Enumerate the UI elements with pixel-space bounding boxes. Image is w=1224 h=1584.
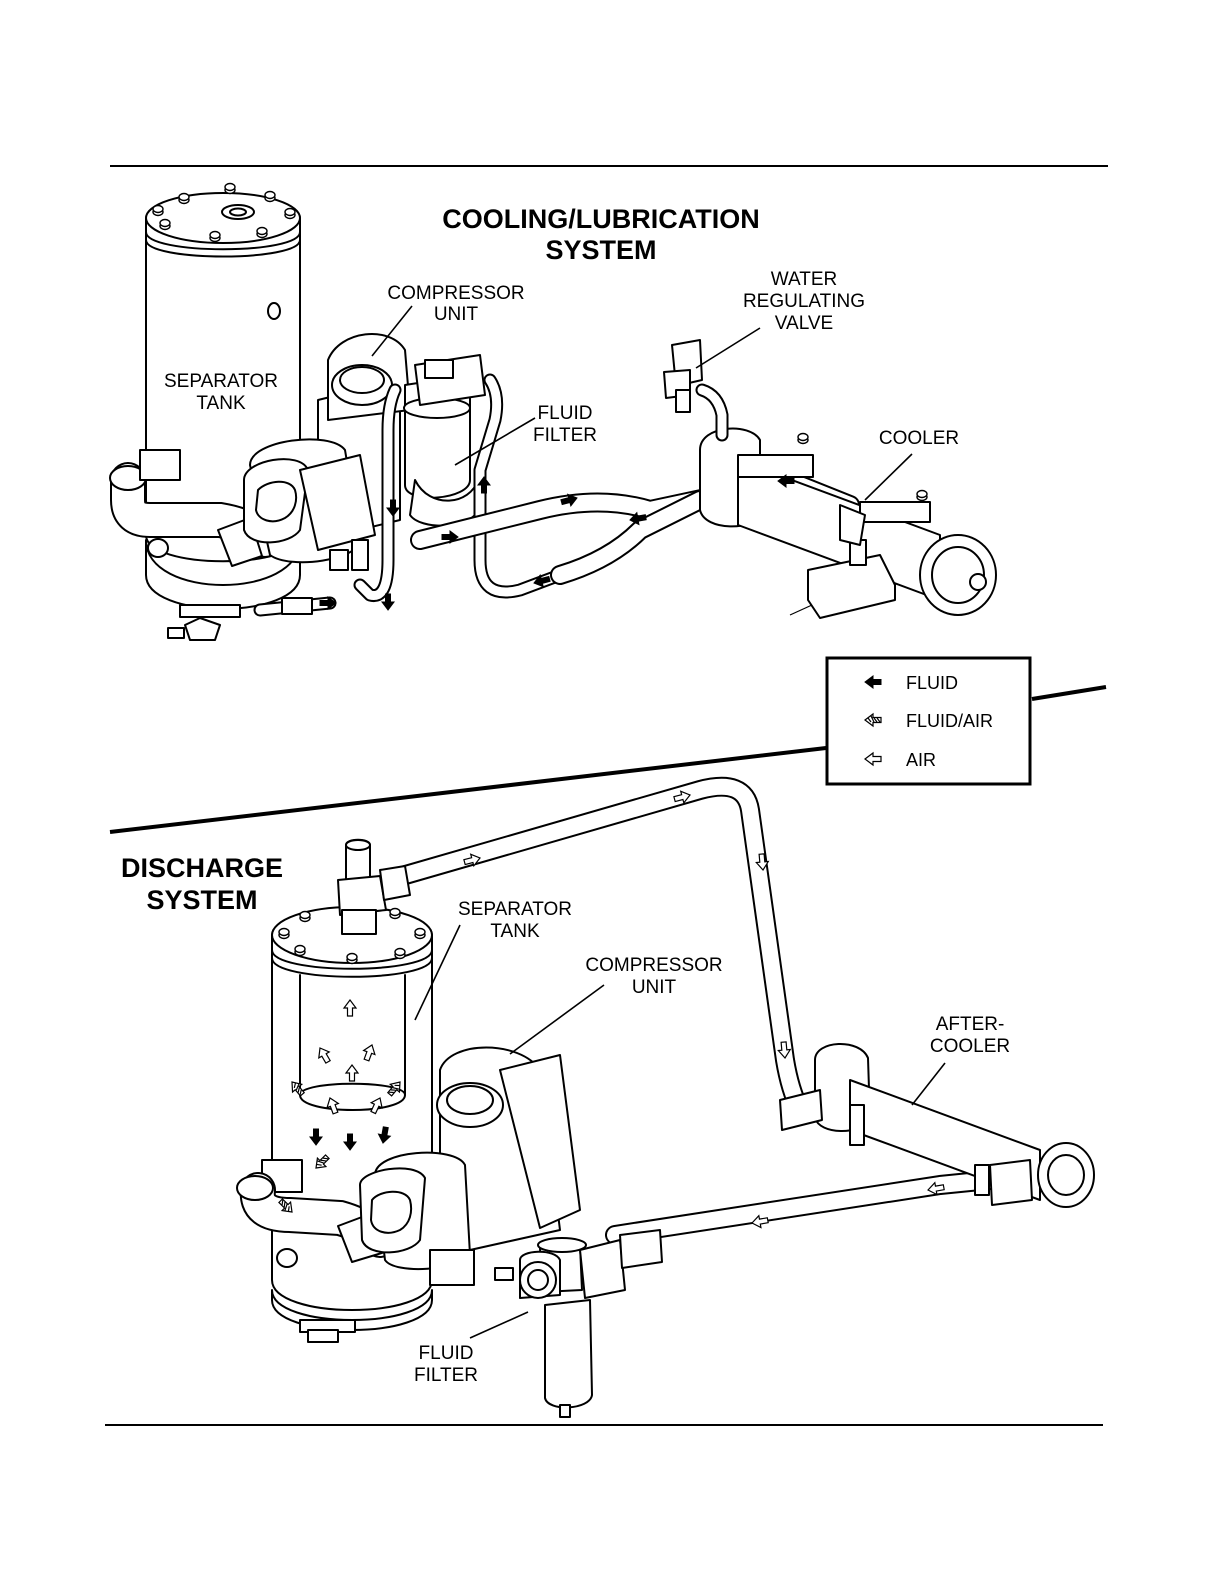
cooling-lubrication-diagram: COOLING/LUBRICATION SYSTEM COMPRESSOR UN…: [110, 184, 996, 641]
discharge-title-line2: SYSTEM: [146, 885, 257, 915]
fluid-filter-top: [404, 355, 485, 526]
cooler-label: COOLER: [879, 428, 959, 449]
fluid-filter-label-2: FILTER: [533, 425, 597, 446]
aftercooler-label-2: COOLER: [930, 1036, 1010, 1057]
aftercooler-label: AFTER-: [936, 1014, 1005, 1035]
discharge-diagram: DISCHARGE SYSTEM SEPARATOR TANK COMPRESS…: [121, 787, 1094, 1417]
compressor-unit-label: COMPRESSOR: [387, 283, 524, 304]
legend-fluid-air-label: FLUID/AIR: [906, 711, 993, 731]
cooler-unit: [700, 429, 996, 618]
cooling-title-line2: SYSTEM: [545, 235, 656, 265]
water-valve-label-2: REGULATING: [743, 291, 865, 312]
legend-fluid-label: FLUID: [906, 673, 958, 693]
discharge-separator-label-2: TANK: [490, 921, 540, 942]
discharge-compressor-label-2: UNIT: [632, 977, 677, 998]
water-valve-label-1: WATER: [771, 269, 838, 290]
legend-air-label: AIR: [906, 750, 936, 770]
water-regulating-valve: [664, 340, 722, 435]
discharge-title-line1: DISCHARGE: [121, 853, 283, 883]
legend: FLUID FLUID/AIR AIR: [827, 658, 1030, 784]
water-valve-label-3: VALVE: [775, 313, 833, 334]
fluid-filter-label: FLUID: [538, 403, 593, 424]
cooling-title-line1: COOLING/LUBRICATION: [442, 204, 759, 234]
separator-tank-label: SEPARATOR: [164, 371, 278, 392]
compressor-unit-label-2: UNIT: [434, 304, 479, 325]
discharge-separator-label: SEPARATOR: [458, 899, 572, 920]
discharge-filter-label: FLUID: [419, 1343, 474, 1364]
separator-tank-bottom: [262, 902, 432, 1343]
discharge-filter-label-2: FILTER: [414, 1365, 478, 1386]
separator-tank-label-2: TANK: [196, 393, 246, 414]
fluid-filter-bottom: [495, 1230, 662, 1417]
discharge-compressor-label: COMPRESSOR: [585, 955, 722, 976]
